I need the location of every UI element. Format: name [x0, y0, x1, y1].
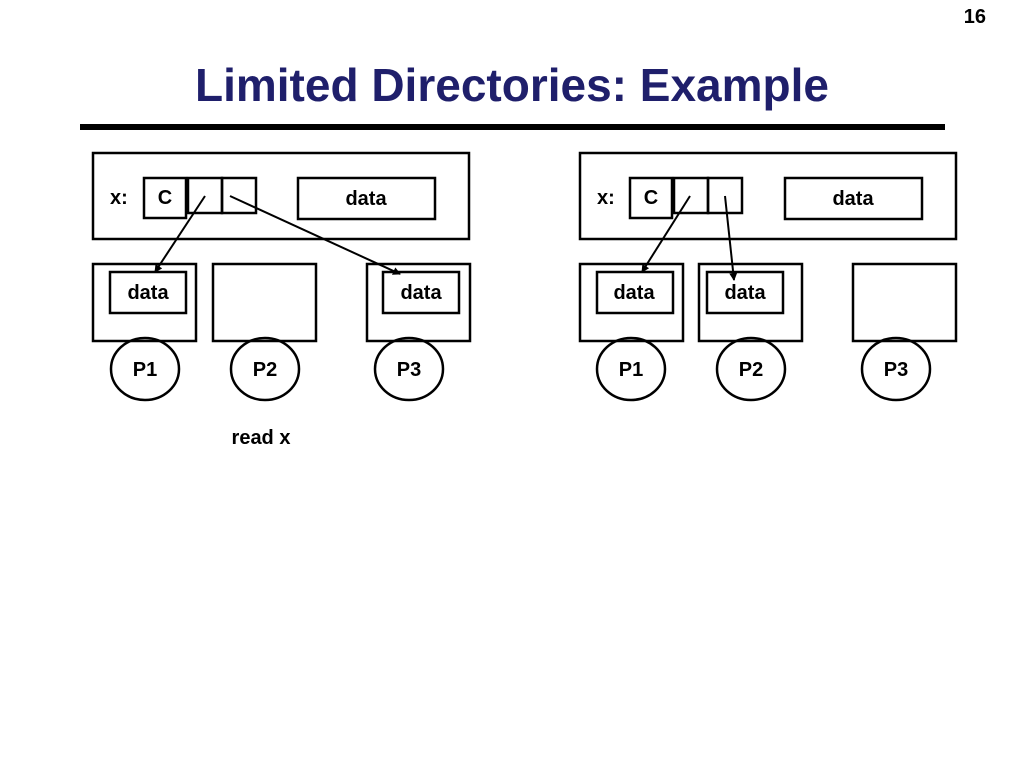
title-divider: [80, 124, 945, 130]
right-p2-data-label: data: [724, 282, 766, 304]
left-pointer-arrow-p1: [154, 195, 206, 273]
left-p1-label: P1: [133, 359, 157, 381]
right-directory-data-label: data: [832, 188, 874, 210]
right-pointer-cell-2: [706, 176, 744, 215]
left-directory-data-box: [296, 176, 437, 221]
left-p1-node: [109, 336, 181, 402]
left-entry-name: x:: [110, 187, 128, 209]
left-pointer-cell-1: [186, 176, 224, 215]
left-diagram: x: C data data data P1 P2 P3 read x: [91, 151, 472, 449]
left-pointer-cell-2: [220, 176, 258, 215]
left-p3-label: P3: [397, 359, 421, 381]
left-p2-label: P2: [253, 359, 277, 381]
right-directory-box: [578, 151, 958, 241]
left-state-cell: [142, 176, 188, 220]
left-directory-box: [91, 151, 471, 241]
left-p1-cache-box: [91, 262, 198, 343]
right-p2-label: P2: [739, 359, 763, 381]
slide-title: Limited Directories: Example: [195, 59, 829, 111]
right-entry-name: x:: [597, 187, 615, 209]
right-p1-label: P1: [619, 359, 643, 381]
left-p3-data-box: [381, 270, 461, 315]
left-p1-data-label: data: [127, 282, 169, 304]
left-p2-cache-box: [211, 262, 318, 343]
right-diagram: x: C data data data P1 P2 P3: [578, 151, 958, 402]
left-pointer-arrow-p3: [229, 195, 401, 275]
right-directory-data-box: [783, 176, 924, 221]
left-p3-data-label: data: [400, 282, 442, 304]
right-pointer-arrow-p2: [724, 195, 738, 281]
right-p1-data-box: [595, 270, 675, 315]
right-p1-node: [595, 336, 667, 402]
left-state-label: C: [158, 187, 172, 209]
right-pointer-cell-1: [672, 176, 710, 215]
page-number: 16: [963, 6, 986, 28]
right-p3-label: P3: [884, 359, 908, 381]
left-caption: read x: [232, 427, 291, 449]
left-p3-node: [373, 336, 445, 402]
left-directory-data-label: data: [345, 188, 387, 210]
left-p1-data-box: [108, 270, 188, 315]
left-p2-node: [229, 336, 301, 402]
right-p1-data-label: data: [613, 282, 655, 304]
right-p1-cache-box: [578, 262, 685, 343]
right-state-label: C: [644, 187, 658, 209]
left-p3-cache-box: [365, 262, 472, 343]
right-p2-node: [715, 336, 787, 402]
right-pointer-arrow-p1: [641, 195, 691, 273]
right-p2-data-box: [705, 270, 785, 315]
right-p3-node: [860, 336, 932, 402]
right-state-cell: [628, 176, 674, 220]
right-p2-cache-box: [697, 262, 804, 343]
right-p3-cache-box: [851, 262, 958, 343]
